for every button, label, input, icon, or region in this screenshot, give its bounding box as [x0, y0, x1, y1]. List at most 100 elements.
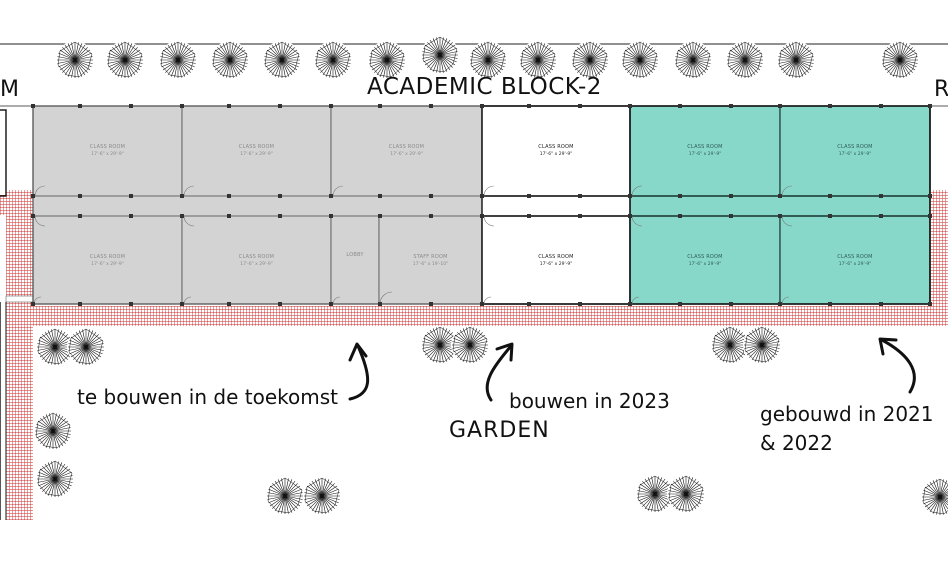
room-dimensions: 17'-6" x 29'-9": [390, 151, 423, 157]
room-dimensions: 17'-6" x 29'-9": [91, 151, 124, 157]
column-dot: [678, 214, 682, 218]
trees-column-left: [33, 411, 75, 499]
column-dot: [828, 194, 832, 198]
column-dot: [628, 194, 632, 198]
column-dot: [879, 104, 883, 108]
column-dot: [828, 214, 832, 218]
tree-icon: [420, 35, 460, 75]
column-dot: [429, 194, 433, 198]
room-dimensions: 17'-6" x 29'-9": [839, 151, 872, 157]
column-dot: [527, 104, 531, 108]
column-dot: [527, 194, 531, 198]
tree-icon: [776, 40, 816, 80]
column-dot: [628, 214, 632, 218]
column-dot: [378, 214, 382, 218]
room-name: CLASS ROOM: [687, 254, 722, 260]
column-dot: [928, 194, 932, 198]
tree-icon: [725, 40, 765, 80]
room-dimensions: 17'-6" x 29'-9": [540, 151, 573, 157]
column-dot: [527, 302, 531, 306]
paving: [0, 190, 948, 520]
column-dot: [578, 214, 582, 218]
column-dot: [180, 302, 184, 306]
room-dimensions: 17'-6" x 29'-9": [240, 151, 273, 157]
tree-icon: [666, 474, 706, 514]
room-name: CLASS ROOM: [687, 144, 722, 150]
block-title: ACADEMIC BLOCK-2: [367, 74, 602, 100]
room-name: CLASS ROOM: [389, 144, 424, 150]
trees-row-top: [55, 35, 920, 80]
column-dot: [729, 104, 733, 108]
column-dot: [329, 214, 333, 218]
tree-icon: [620, 40, 660, 80]
column-dot: [678, 194, 682, 198]
tree-icon: [302, 476, 342, 516]
column-dot: [31, 104, 35, 108]
arrow-future: [348, 342, 370, 401]
tree-icon: [66, 327, 106, 367]
column-dot: [329, 104, 333, 108]
room-name: STAFF ROOM: [413, 254, 447, 260]
column-dot: [31, 302, 35, 306]
column-dot: [78, 302, 82, 306]
column-dot: [480, 194, 484, 198]
trees-cluster-mid: [420, 325, 490, 365]
tree-icon: [265, 476, 305, 516]
room-name: CLASS ROOM: [239, 144, 274, 150]
column-dot: [778, 194, 782, 198]
column-dot: [578, 104, 582, 108]
column-dot: [31, 214, 35, 218]
column-dot: [678, 104, 682, 108]
column-dot: [778, 214, 782, 218]
arrow-built: [878, 337, 916, 394]
room-name: LOBBY: [346, 252, 364, 258]
column-dot: [78, 104, 82, 108]
column-dot: [480, 104, 484, 108]
column-dot: [828, 104, 832, 108]
column-dot: [227, 302, 231, 306]
tree-icon: [920, 477, 948, 517]
column-dot: [828, 302, 832, 306]
column-dot: [928, 302, 932, 306]
column-dot: [928, 214, 932, 218]
trees-bottom: [265, 474, 948, 517]
room-lobby: LOBBY: [330, 215, 380, 305]
note-future: te bouwen in de toekomst: [77, 385, 338, 409]
column-dot: [879, 194, 883, 198]
note-built-line1: gebouwd in 2021: [760, 402, 934, 426]
column-dot: [378, 194, 382, 198]
tree-icon: [158, 40, 198, 80]
column-dot: [429, 214, 433, 218]
column-dot: [429, 104, 433, 108]
tree-icon: [673, 40, 713, 80]
corridor-2023: [482, 196, 630, 216]
left-building-edge: [0, 109, 7, 520]
tree-icon: [35, 459, 75, 499]
column-dot: [180, 214, 184, 218]
arrow-2023: [485, 342, 514, 402]
room-dimensions: 17'-6" x 19'-10": [413, 261, 448, 267]
edge-label-left: M: [0, 77, 19, 102]
corridor-built: [630, 196, 930, 216]
room-name: CLASS ROOM: [538, 254, 573, 260]
door-swings: [33, 185, 793, 305]
column-dot: [678, 302, 682, 306]
room-name: CLASS ROOM: [837, 254, 872, 260]
tree-icon: [450, 325, 490, 365]
structural-columns: [31, 104, 932, 306]
room-name: CLASS ROOM: [90, 144, 125, 150]
tree-icon: [55, 40, 95, 80]
column-dot: [879, 302, 883, 306]
column-dot: [628, 302, 632, 306]
room-name: CLASS ROOM: [90, 254, 125, 260]
